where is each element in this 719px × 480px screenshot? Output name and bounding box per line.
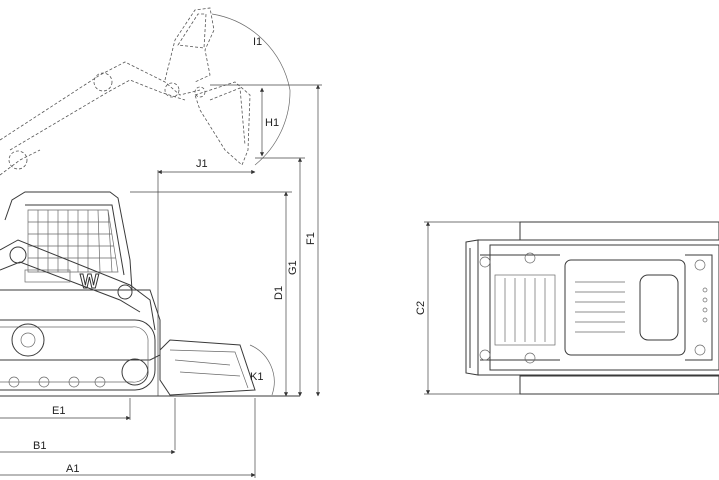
- label-K1: K1: [250, 371, 263, 383]
- raised-lift-arm: [0, 7, 251, 176]
- label-C2: C2: [415, 301, 427, 315]
- label-H1: H1: [265, 117, 279, 129]
- dimension-lines-top: [424, 221, 520, 395]
- brand-logo: W: [80, 271, 99, 293]
- machine-body-side: W: [0, 191, 161, 361]
- label-D1: D1: [273, 286, 285, 300]
- label-J1: J1: [196, 158, 208, 170]
- label-G1: G1: [287, 260, 299, 275]
- rollback-angle-arc: [249, 344, 275, 396]
- dimension-lines-side: [0, 84, 322, 478]
- label-E1: E1: [52, 405, 65, 417]
- label-F1: F1: [305, 232, 317, 245]
- machine-top-view: [465, 221, 719, 395]
- label-B1: B1: [33, 440, 46, 452]
- lowered-bucket: [159, 339, 256, 396]
- dump-angle-arc: [211, 13, 291, 91]
- label-A1: A1: [66, 463, 79, 475]
- track-assembly: [0, 319, 156, 391]
- label-I1: I1: [253, 36, 262, 48]
- dump-angle-arc-lower: [254, 89, 291, 166]
